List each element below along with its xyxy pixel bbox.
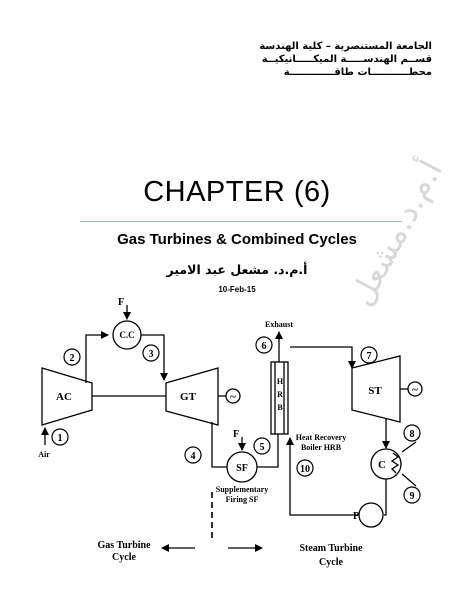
sf-caption-line2: Firing SF xyxy=(226,495,259,504)
steam-turbine xyxy=(351,355,401,423)
state-9-label: 9 xyxy=(410,491,415,502)
state-4-marker xyxy=(184,446,202,464)
state-1-label: 1 xyxy=(58,433,63,444)
gt-label: GT xyxy=(180,391,197,403)
st-generator-symbol: ~ xyxy=(412,384,418,396)
state-2-label: 2 xyxy=(70,353,75,364)
cooling-water-out xyxy=(401,473,417,487)
state-6-label: 6 xyxy=(262,341,267,352)
feed-pump xyxy=(358,502,384,528)
hrb-letter-h: H xyxy=(277,377,284,386)
air-compressor xyxy=(41,367,93,426)
hrb-caption-line1: Heat Recovery xyxy=(296,433,346,442)
chapter-title: CHAPTER (6) xyxy=(143,176,331,208)
sf-caption-line1: Supplementary xyxy=(216,485,268,494)
chapter-subtitle: Gas Turbines & Combined Cycles xyxy=(117,231,357,248)
flow-2 xyxy=(85,331,109,383)
state-8-marker xyxy=(403,424,421,442)
st-generator-icon xyxy=(407,381,423,397)
flow-4 xyxy=(211,422,227,468)
header-department-line: قســم الهندســـــة الميكـــــانيكيــة xyxy=(261,54,432,65)
header-course-line: محطـــــــــــات طاقـــــــــــــة xyxy=(283,67,432,78)
steam-cycle-label-line2: Cycle xyxy=(319,557,343,568)
state-10-marker xyxy=(296,459,314,477)
condenser-coil xyxy=(390,452,400,474)
state-6-marker xyxy=(255,336,273,354)
state-5-label: 5 xyxy=(260,442,265,453)
author-name: أ.م.د. مشعل عبد الامير xyxy=(166,262,308,277)
header-university-line: الجامعة المستنصرية – كلية الهندسة xyxy=(259,41,432,52)
state-3-marker xyxy=(142,344,160,362)
gas-turbine xyxy=(165,367,219,426)
state-8-label: 8 xyxy=(410,429,415,440)
flow-7 xyxy=(290,346,356,369)
hrb-letter-r: R xyxy=(277,390,283,399)
title-divider xyxy=(80,221,402,222)
state-4-label: 4 xyxy=(191,451,196,462)
flow-10 xyxy=(286,437,359,516)
pump-label: P xyxy=(353,511,359,522)
combined-cycle-diagram: 1 2 3 4 5 6 7 8 9 10 F C.C AC GT ~ Air F… xyxy=(38,297,423,568)
state-7-marker xyxy=(360,346,378,364)
document-date: 10-Feb-15 xyxy=(218,285,256,294)
gt-generator-symbol: ~ xyxy=(230,391,236,403)
flow-9 xyxy=(384,479,387,516)
sf-label: SF xyxy=(236,463,248,474)
flow-3 xyxy=(141,334,168,381)
gas-cycle-label-line2: Cycle xyxy=(112,552,136,563)
st-label: ST xyxy=(368,385,382,397)
ac-label: AC xyxy=(56,391,72,403)
steam-cycle-label-line1: Steam Turbine xyxy=(299,543,363,554)
state-3-label: 3 xyxy=(149,349,154,360)
state-7-label: 7 xyxy=(367,351,372,362)
state-1-marker xyxy=(51,428,69,446)
fuel-1-label: F xyxy=(118,297,124,308)
cooling-water-in xyxy=(401,441,417,453)
hrb-letter-b: B xyxy=(277,403,283,412)
cc-label: C.C xyxy=(119,330,134,340)
gas-cycle-label-line1: Gas Turbine xyxy=(97,540,151,551)
state-9-marker xyxy=(403,486,421,504)
exhaust-label: Exhaust xyxy=(265,320,293,329)
state-5-marker xyxy=(253,437,271,455)
gt-generator-icon xyxy=(225,388,241,404)
hrb-caption-line2: Boiler HRB xyxy=(301,443,342,452)
university-header: الجامعة المستنصرية – كلية الهندسة قســم … xyxy=(259,40,432,79)
flow-5 xyxy=(257,434,279,468)
condenser-label: C xyxy=(378,459,386,471)
state-10-label: 10 xyxy=(300,464,310,475)
state-2-marker xyxy=(63,348,81,366)
fuel-2-label: F xyxy=(233,429,239,440)
air-label: Air xyxy=(38,450,50,459)
